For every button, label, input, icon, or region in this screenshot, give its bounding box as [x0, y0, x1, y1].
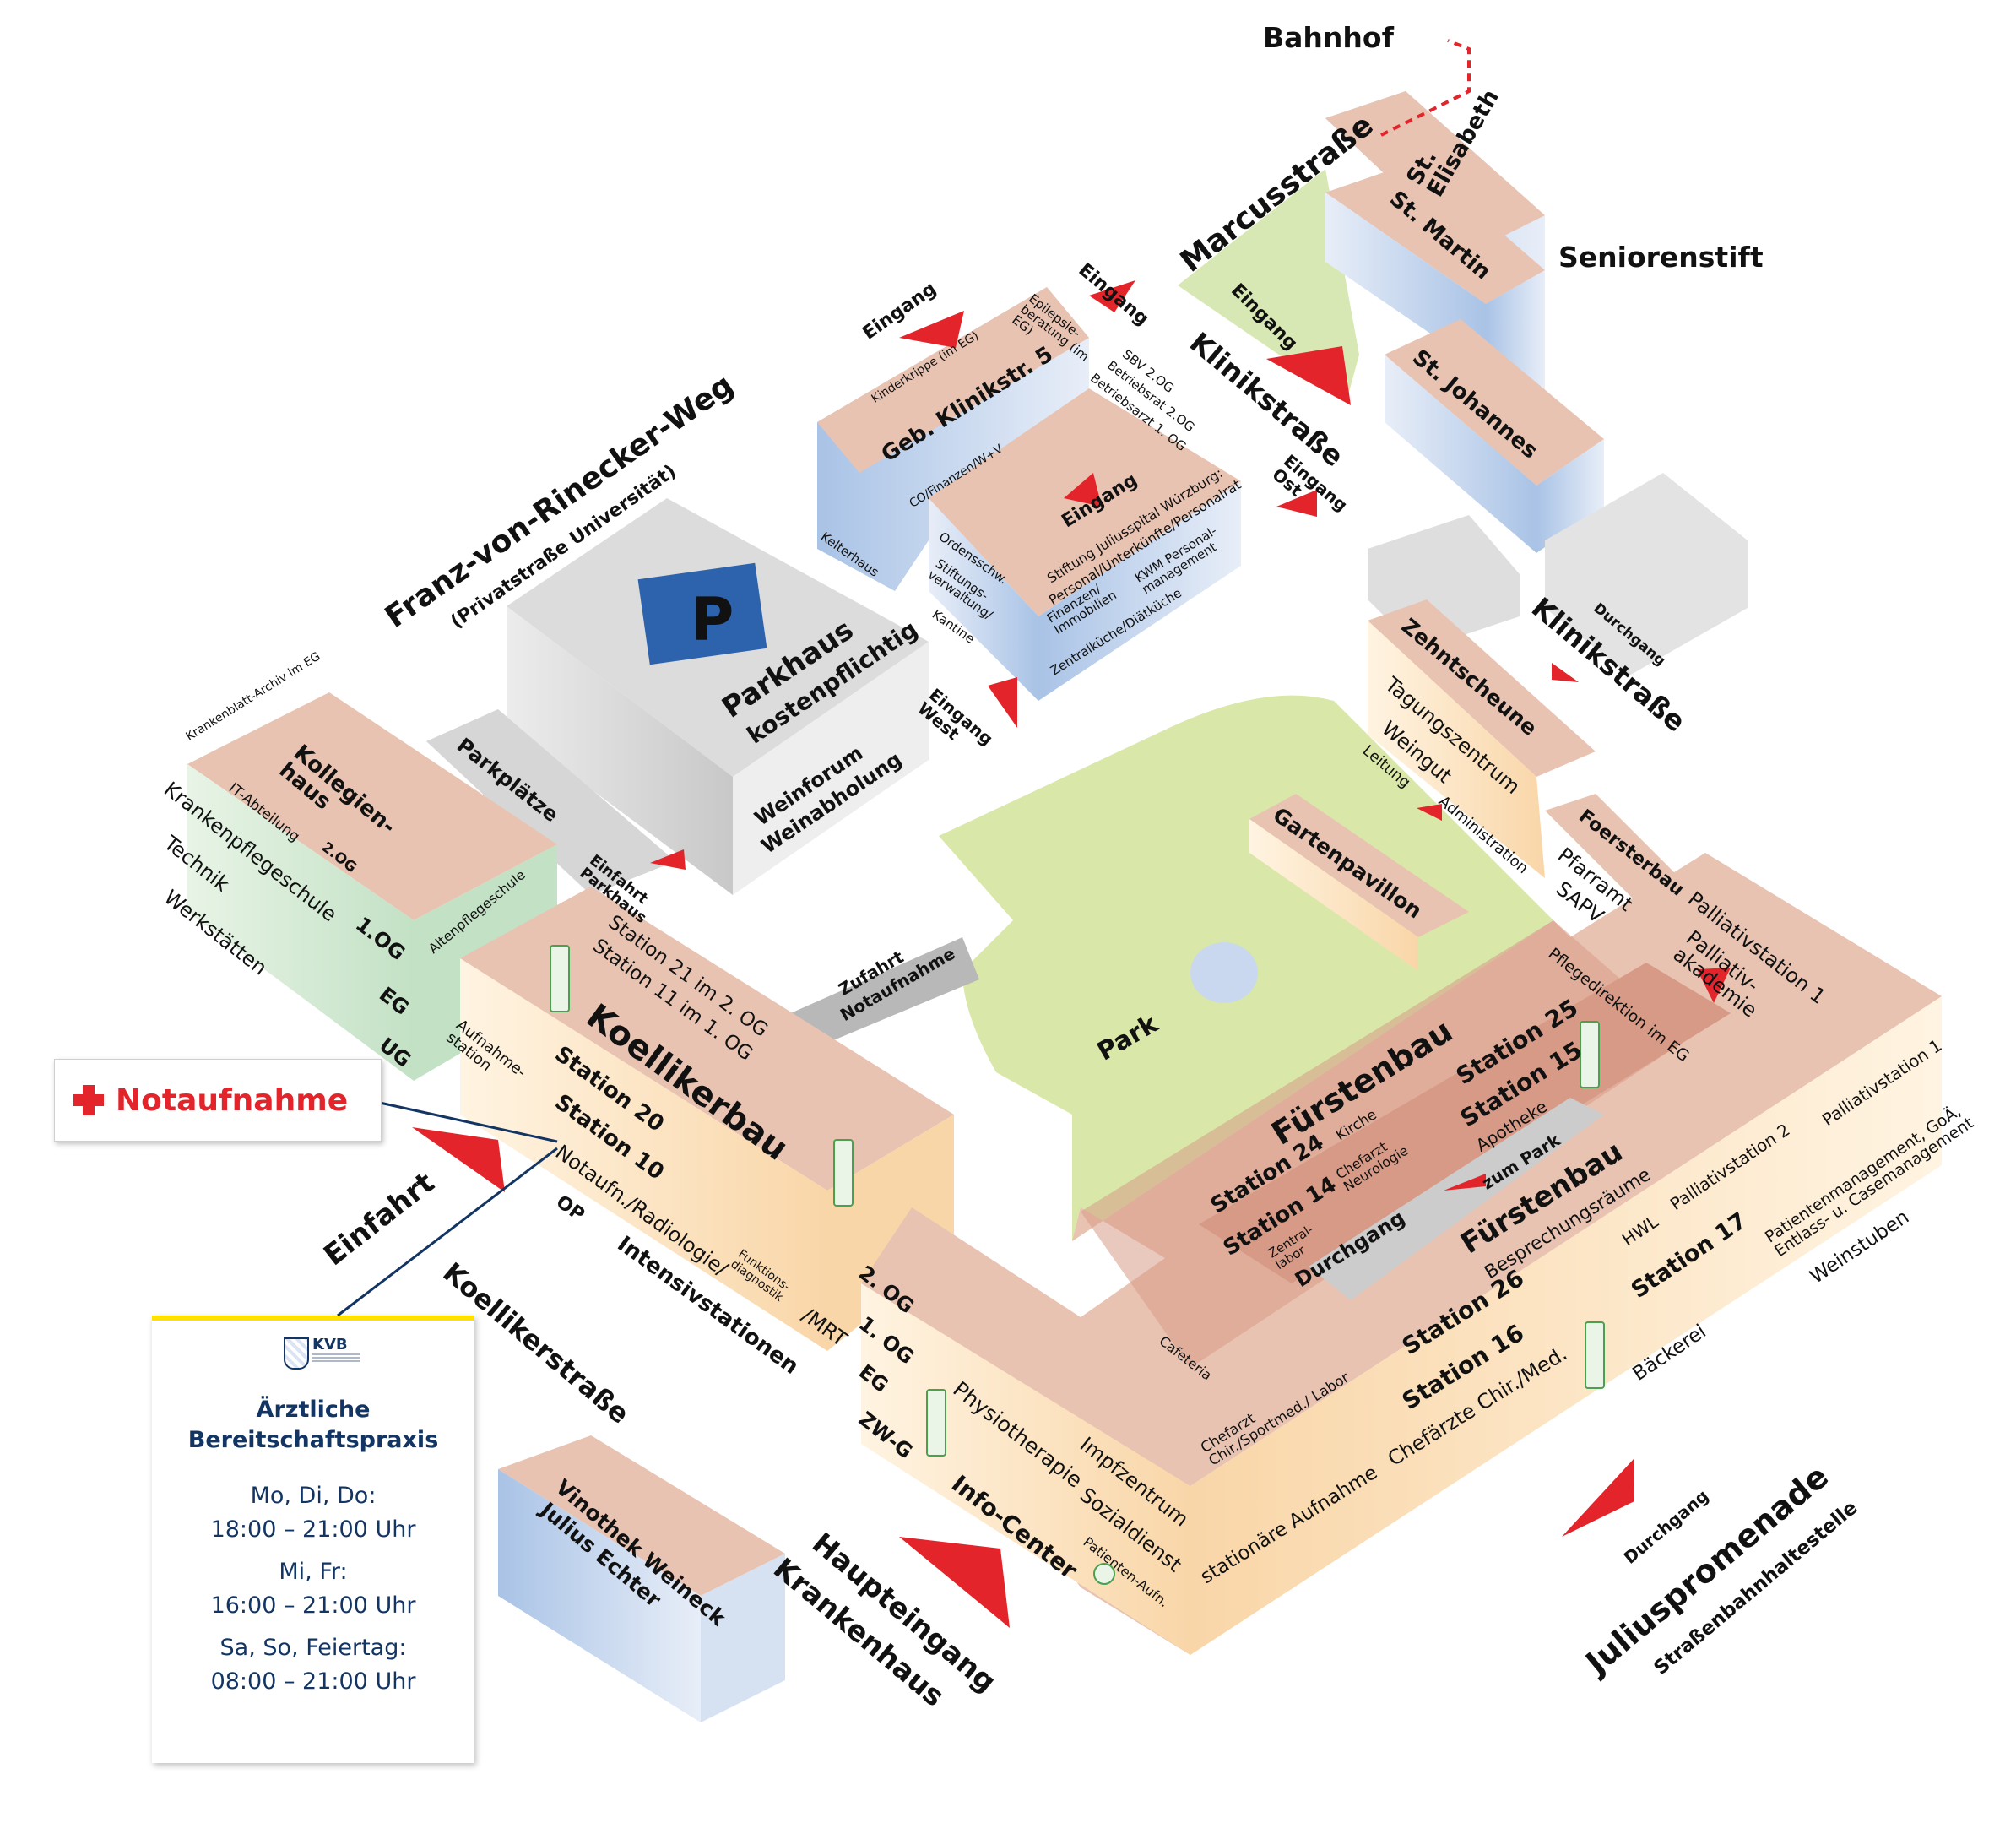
arrow-durchgang-bottom	[1562, 1459, 1634, 1537]
kvb-title-line2: Bereitschaftspraxis	[187, 1427, 439, 1453]
kvb-logo-subtext-lines	[312, 1353, 360, 1364]
parking-icon-letter: P	[691, 585, 734, 654]
label-bahnhof: Bahnhof	[1263, 21, 1394, 54]
kvb-logo: KVB	[267, 1336, 360, 1370]
kvb-hours-days-3: Sa, So, Feiertag:	[219, 1635, 407, 1661]
kvb-logo-text: KVB	[312, 1336, 348, 1353]
arrow-durchgang-right	[1552, 663, 1579, 682]
callout-line-kvb	[337, 1147, 558, 1317]
arrow-eingang-west	[988, 677, 1017, 728]
arrow-zum-park	[1444, 1174, 1486, 1191]
zehntscheune-wall	[1368, 621, 1545, 878]
arrow-eingang-ost	[1276, 490, 1317, 517]
elevator-icon	[1580, 1021, 1600, 1088]
arrow-pflegedirektion	[1697, 968, 1731, 1003]
arrow-eingang-a	[899, 311, 964, 348]
foersterbau-roof	[1545, 794, 1688, 903]
kvb-title: Ärztliche Bereitschaftspraxis	[152, 1395, 474, 1456]
kvb-hours-time-1: 18:00 – 21:00 Uhr	[210, 1516, 416, 1543]
kvb-hours-days-1: Mo, Di, Do:	[250, 1483, 377, 1509]
label-seniorenstift: Seniorenstift	[1558, 241, 1764, 274]
park-pond	[1190, 942, 1258, 1003]
kvb-bereitschaftspraxis-box: KVB Ärztliche Bereitschaftspraxis Mo, Di…	[152, 1316, 474, 1763]
bahnhof-dashed-arrow	[1380, 39, 1471, 137]
elevator-icon	[1585, 1321, 1605, 1389]
arrow-haupteingang	[899, 1537, 1010, 1628]
seniorenstift-buildings	[1325, 91, 1604, 553]
main-ring-building	[861, 853, 1942, 1655]
grey-block-right	[1545, 473, 1748, 675]
phone-icon	[1093, 1563, 1115, 1585]
kvb-hours-time-2: 16:00 – 21:00 Uhr	[210, 1592, 416, 1619]
callout-line-notaufnahme	[379, 1101, 558, 1143]
kvb-hours-days-2: Mi, Fr:	[279, 1559, 348, 1585]
parkplaetze-area	[426, 709, 675, 895]
elevator-icon	[550, 945, 570, 1012]
elevator-icons	[550, 945, 1605, 1457]
arrow-einfahrt-parkhaus	[650, 849, 686, 870]
elevator-icon	[833, 1139, 854, 1207]
koellikerbau-building	[460, 887, 954, 1351]
arrow-leitung	[1417, 804, 1442, 821]
elevator-icon	[926, 1389, 946, 1457]
seniorenstift-yard	[1178, 169, 1359, 401]
notaufnahme-callout-label: Notaufnahme	[116, 1082, 349, 1118]
arrow-einfahrt	[412, 1127, 505, 1192]
direction-arrows	[412, 280, 1731, 1628]
arrow-eingang-c	[1064, 473, 1102, 507]
kvb-shield-icon	[284, 1337, 309, 1370]
arrow-seniorenstift	[1266, 346, 1351, 405]
notaufnahme-callout: Notaufnahme	[54, 1059, 382, 1142]
arrow-eingang-b	[1089, 280, 1135, 312]
zehntscheune-roof	[1368, 599, 1596, 777]
parking-icon	[637, 562, 767, 665]
kvb-hours-time-3: 08:00 – 21:00 Uhr	[210, 1668, 416, 1695]
gartenpavillon-wall	[1249, 819, 1418, 971]
red-cross-icon	[73, 1085, 104, 1115]
gartenpavillon-roof	[1249, 794, 1469, 937]
vinothek-building	[498, 1435, 785, 1722]
kvb-title-line1: Ärztliche	[256, 1397, 371, 1423]
